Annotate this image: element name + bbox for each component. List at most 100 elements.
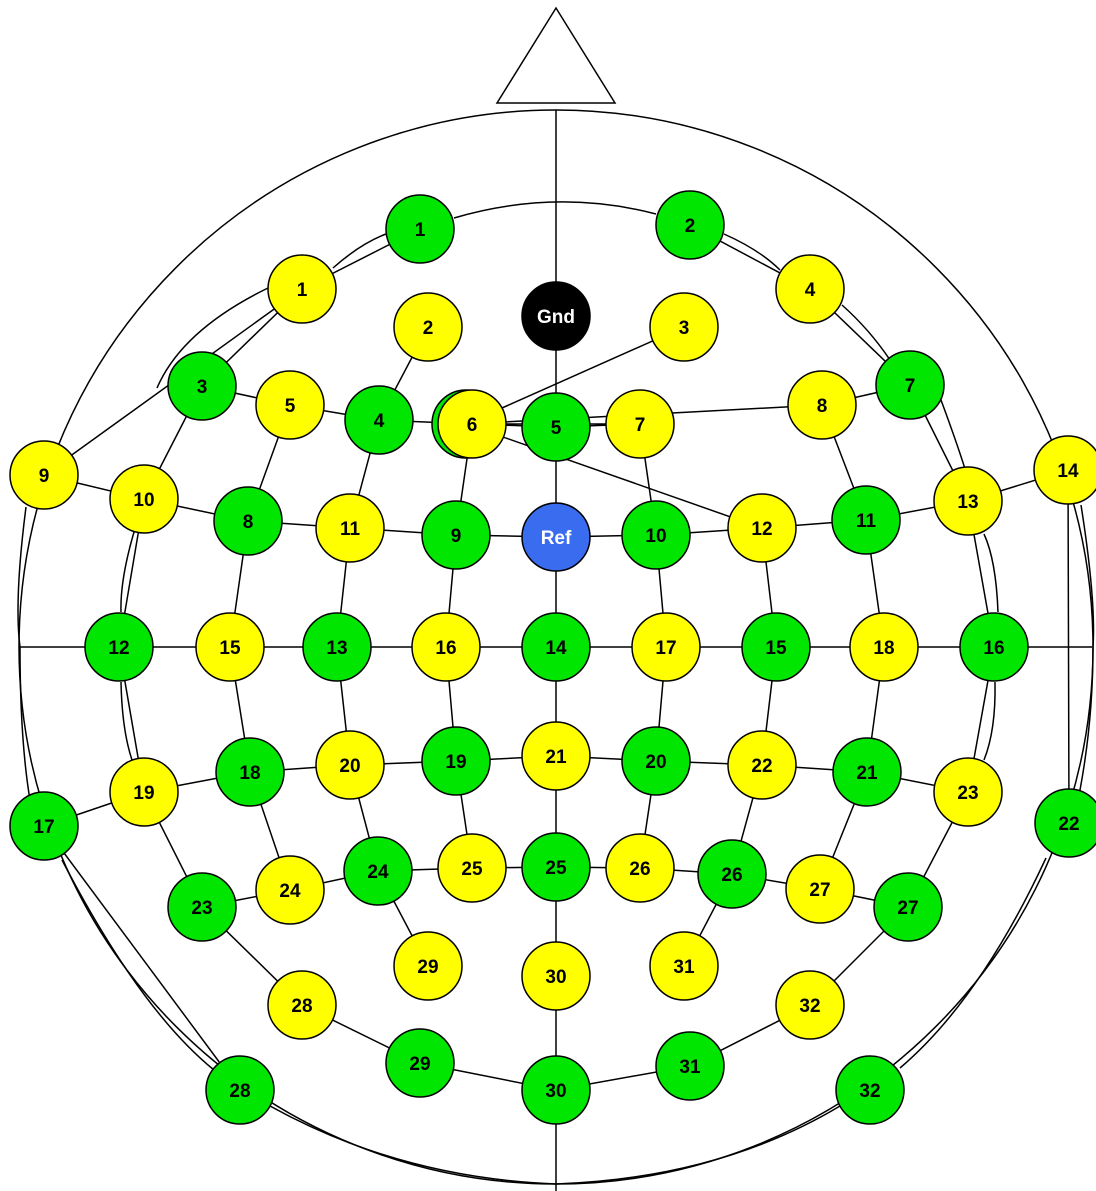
contour-arc [120,681,133,761]
electrode-label: 5 [551,418,562,439]
electrode-circle [521,832,591,902]
electrode-label: 31 [673,957,695,978]
electrode-green-15: 15 [741,612,811,682]
contour-arc [17,506,27,648]
contour-arc [269,1105,557,1185]
electrode-circle [1033,435,1096,505]
electrode-label: 21 [545,747,567,768]
electrode-circle [109,464,179,534]
electrode-circle [421,500,491,570]
contour-arc [120,531,135,613]
electrode-label: 18 [873,638,894,659]
electrode-circle [393,931,463,1001]
electrode-reference: Ref [521,502,591,572]
electrode-circle [315,730,385,800]
electrode-label: 13 [326,638,347,659]
electrode-label: 32 [799,996,820,1017]
electrode-label: 29 [409,1054,430,1075]
electrode-label: 9 [39,466,50,487]
electrode-yellow-32: 32 [775,970,845,1040]
electrode-yellow-4: 4 [775,254,845,324]
electrode-label: 15 [765,638,787,659]
electrode-yellow-24: 24 [255,855,325,925]
electrode-green-23: 23 [167,872,237,942]
electrode-circle [213,486,283,556]
electrode-circle [9,791,79,861]
electrode-green-4: 4 [344,385,414,455]
electrode-circle [385,194,455,264]
contour-arc [156,287,269,389]
electrode-green-13: 13 [302,612,372,682]
electrode-yellow-19: 19 [109,757,179,827]
electrode-yellow-11: 11 [315,493,385,563]
electrode-label: 1 [415,220,426,241]
electrode-label: 31 [679,1057,701,1078]
electrode-label: 23 [957,783,978,804]
electrode-circle [655,1031,725,1101]
electrode-label: 2 [423,318,434,339]
electrode-green-21: 21 [832,737,902,807]
electrode-label: 10 [133,490,154,511]
electrode-circle [521,941,591,1011]
electrode-label: 25 [461,859,483,880]
electrode-circle [343,836,413,906]
electrodes: GndRef1234567891011121314151617181920212… [9,190,1096,1125]
electrode-yellow-29: 29 [393,931,463,1001]
electrode-label: 26 [721,865,742,886]
electrode-circle [875,350,945,420]
electrode-circle [621,500,691,570]
electrode-yellow-15: 15 [195,612,265,682]
contour-arc [1079,646,1094,791]
electrode-label: 14 [1057,461,1079,482]
electrode-circle [255,370,325,440]
electrode-label: 28 [229,1081,250,1102]
contour-arc [899,857,1047,1069]
electrode-label: 19 [133,783,154,804]
electrode-circle [195,612,265,682]
electrode-label: 5 [285,396,296,417]
electrode-label: 13 [957,492,978,513]
electrode-label: 27 [809,880,830,901]
electrode-circle [521,1055,591,1125]
electrode-yellow-1: 1 [267,254,337,324]
electrode-green-25: 25 [521,832,591,902]
electrode-label: 2 [685,216,696,237]
nose-outline [495,6,617,104]
electrode-green-8: 8 [213,486,283,556]
electrode-label: 24 [279,881,301,902]
electrode-yellow-31: 31 [649,931,719,1001]
electrode-yellow-23: 23 [933,757,1003,827]
electrode-label: 21 [856,763,878,784]
electrode-yellow-5: 5 [255,370,325,440]
electrode-circle [631,612,701,682]
electrode-green-20: 20 [621,726,691,796]
electrode-yellow-14: 14 [1033,435,1096,505]
electrode-circle [741,612,811,682]
electrode-green-12: 12 [84,612,154,682]
electrode-label: 8 [817,396,828,417]
electrode-circle [109,757,179,827]
electrode-green-3: 3 [167,351,237,421]
electrode-yellow-21: 21 [521,721,591,791]
electrode-label: 23 [191,898,212,919]
electrode-circle [832,737,902,807]
electrode-label: 12 [751,519,772,540]
electrode-green-26: 26 [697,839,767,909]
electrode-circle [835,1055,905,1125]
electrode-yellow-28: 28 [267,970,337,1040]
electrode-circle [167,872,237,942]
electrode-yellow-9: 9 [9,440,79,510]
electrode-label: 20 [645,752,666,773]
contour-arc [555,1105,841,1185]
electrode-circle [727,730,797,800]
electrode-label: 29 [417,957,438,978]
electrode-yellow-7: 7 [605,389,675,459]
electrode-circle [521,392,591,462]
electrode-label: 22 [1058,814,1079,835]
electrode-circle [621,726,691,796]
electrode-label: 24 [367,862,389,883]
electrode-label: 22 [751,756,772,777]
electrode-green-11: 11 [831,485,901,555]
electrode-circle [649,292,719,362]
